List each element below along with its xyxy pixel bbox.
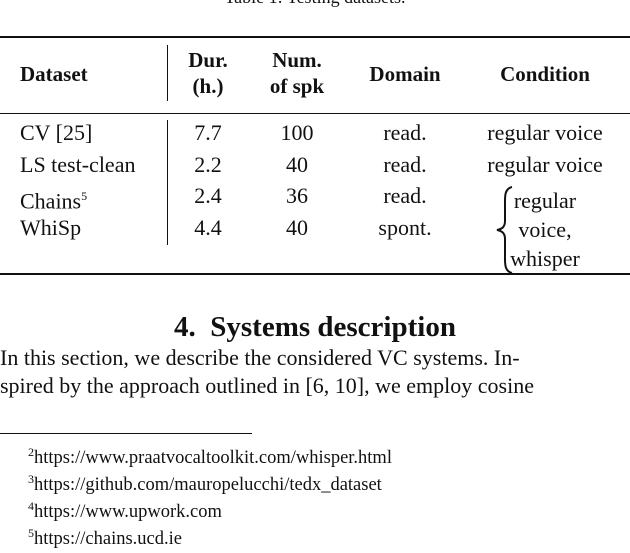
bottom-rule — [0, 273, 630, 275]
cell-spk: 40 — [286, 152, 308, 177]
footnote-url[interactable]: https://chains.ucd.ie — [34, 529, 182, 550]
footnote-url[interactable]: https://www.upwork.com — [34, 502, 222, 523]
dataset-name: LS test-clean — [20, 152, 136, 177]
footnote-mark: 2 — [28, 445, 34, 459]
cell-dur: 4.4 — [194, 215, 222, 240]
mid-rule — [0, 113, 630, 114]
column-divider — [167, 120, 168, 245]
footnote-mark: 3 — [28, 472, 34, 486]
cell-spk: 36 — [286, 183, 308, 208]
section-heading: 4. Systems description — [174, 311, 456, 343]
footnote-url[interactable]: https://github.com/mauropelucchi/tedx_da… — [34, 475, 382, 496]
cell-domain: spont. — [378, 215, 432, 240]
table-caption: Table 1: Testing datasets. — [0, 0, 630, 10]
cell-dur: 2.2 — [194, 152, 222, 177]
cell-condition: regular voice — [487, 120, 603, 145]
footnote-url[interactable]: https://www.praatvocaltoolkit.com/whispe… — [34, 448, 392, 469]
header-dataset: Dataset — [20, 62, 88, 86]
dataset-name: CV [25] — [20, 120, 93, 145]
footnote-mark: 4 — [28, 499, 34, 513]
footnote: 4https://www.upwork.com — [28, 493, 222, 526]
dataset-name: WhiSp — [20, 215, 82, 240]
body-line: In this section, we describe the conside… — [0, 345, 520, 370]
column-divider — [167, 45, 168, 101]
cell-spk: 40 — [286, 215, 308, 240]
body-line: spired by the approach outlined in [6, 1… — [0, 373, 534, 398]
cell-spk: 100 — [280, 120, 314, 145]
cell-condition: regular voice — [487, 152, 603, 177]
header-dur: Dur.(h.) — [188, 48, 228, 98]
cell-dur: 7.7 — [194, 120, 222, 145]
footnote: 3https://github.com/mauropelucchi/tedx_d… — [28, 466, 382, 499]
cell-domain: read. — [383, 120, 427, 145]
footnote-mark: 5 — [28, 526, 34, 540]
cell-dataset: LS test-clean — [20, 152, 135, 178]
header-spk: Num.of spk — [269, 48, 325, 98]
header-domain: Domain — [369, 62, 441, 86]
footnote: 5https://chains.ucd.ie — [28, 520, 182, 553]
dataset-name: Chains — [20, 188, 82, 214]
footnote: 2https://www.praatvocaltoolkit.com/whisp… — [28, 439, 392, 472]
cell-domain: read. — [383, 183, 427, 208]
top-rule — [0, 36, 630, 38]
cell-dataset: WhiSp — [20, 215, 81, 241]
footnote-rule — [0, 433, 252, 434]
header-condition: Condition — [500, 62, 590, 86]
cell-dur: 2.4 — [194, 183, 222, 208]
footnote-mark: 5 — [81, 189, 88, 203]
cell-dataset: Chains5 — [20, 183, 87, 214]
left-brace-icon — [496, 186, 513, 274]
cell-dataset: CV [25] — [20, 120, 92, 146]
cell-domain: read. — [383, 152, 427, 177]
